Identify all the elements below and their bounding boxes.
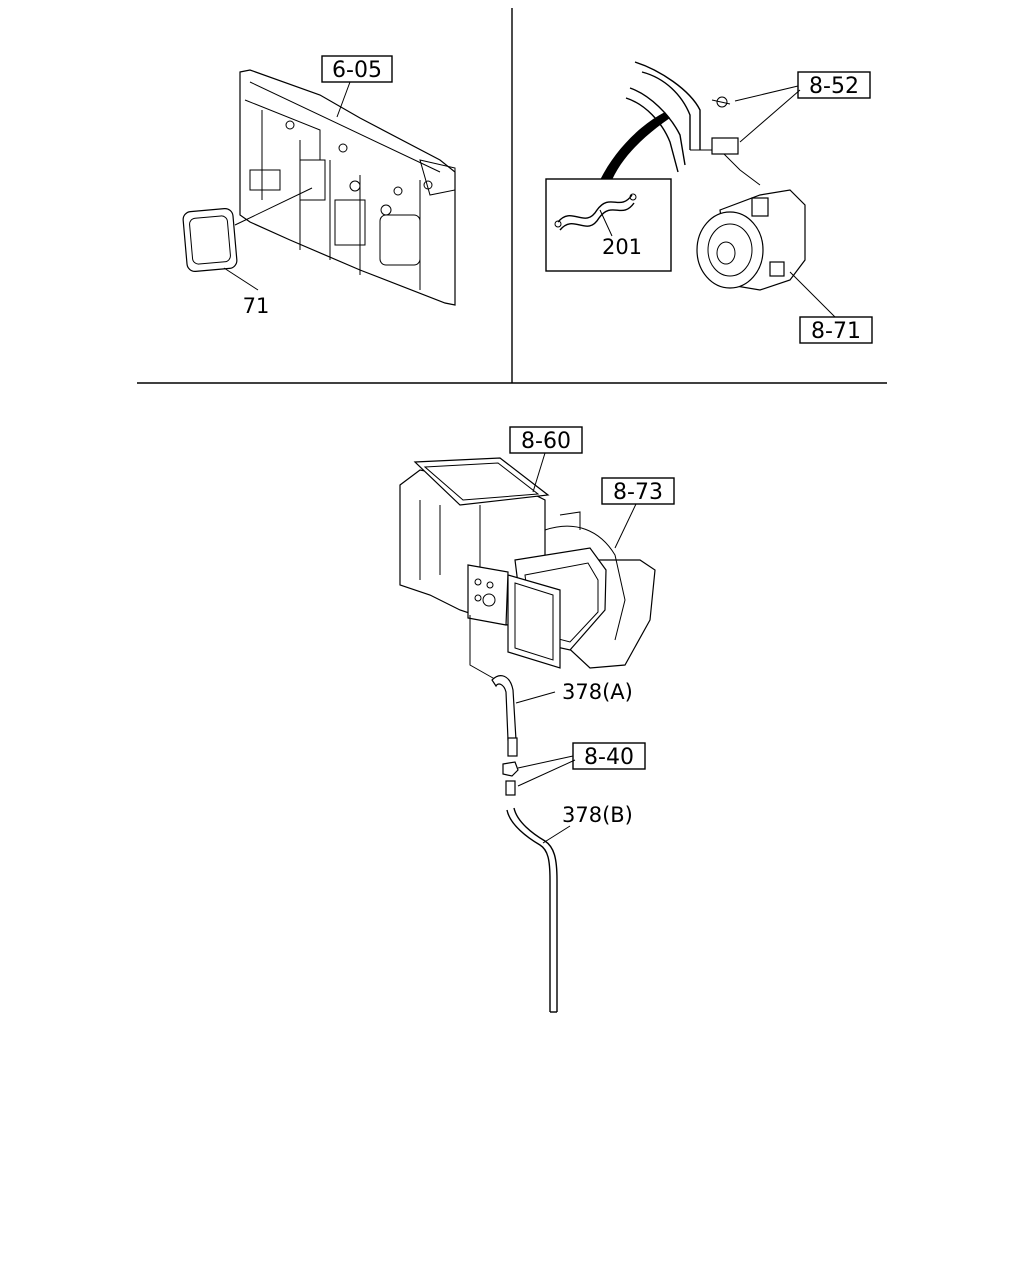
callout-8-60: 8-60 (509, 426, 583, 454)
drain-hose-378b (506, 807, 558, 1013)
clip-pointer (600, 112, 670, 185)
callout-8-40: 8-40 (572, 742, 646, 770)
dash-panel-illustration (239, 69, 456, 306)
label-378a: 378(A) (562, 680, 633, 704)
gasket-71 (182, 208, 238, 272)
clamp-8-40 (502, 761, 519, 796)
label-71: 71 (243, 294, 270, 318)
callout-6-05: 6-05 (321, 55, 393, 83)
label-201: 201 (602, 235, 642, 259)
compressor (696, 189, 806, 291)
callout-8-52: 8-52 (797, 71, 871, 99)
hose-assembly (625, 61, 761, 186)
svg-text:8-40: 8-40 (584, 745, 634, 770)
svg-text:6-05: 6-05 (332, 58, 382, 83)
inset-box: 201 (545, 178, 672, 272)
drain-hose-378a (491, 675, 518, 757)
svg-text:8-60: 8-60 (521, 429, 571, 454)
svg-text:8-73: 8-73 (613, 480, 663, 505)
callout-8-71: 8-71 (799, 316, 873, 344)
label-378b: 378(B) (562, 803, 633, 827)
svg-text:8-71: 8-71 (811, 319, 861, 344)
callout-8-73: 8-73 (601, 477, 675, 505)
svg-text:8-52: 8-52 (809, 74, 859, 99)
hvac-unit (399, 457, 656, 683)
